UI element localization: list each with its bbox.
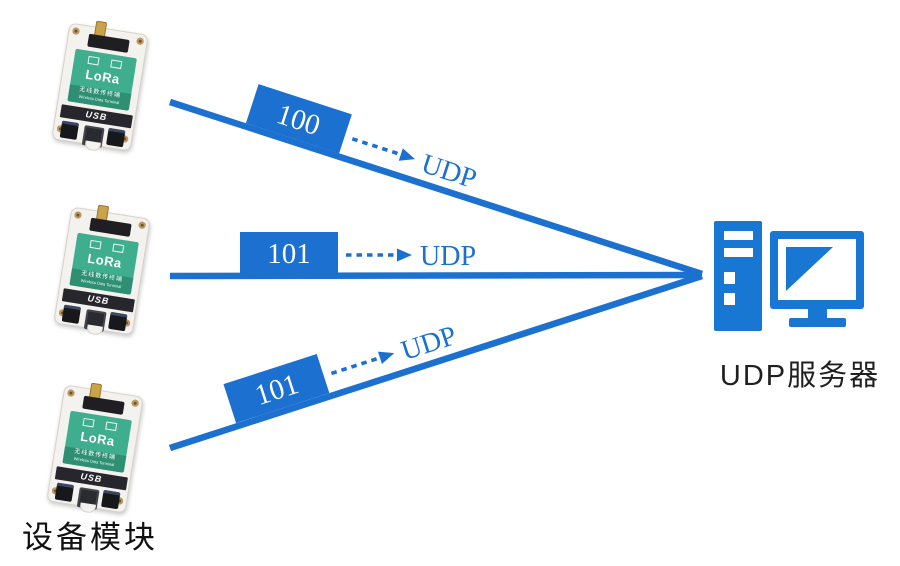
mount-hole-icon bbox=[131, 399, 140, 408]
udp-server-icon bbox=[714, 221, 864, 331]
tower-button bbox=[724, 293, 735, 305]
mount-hole-icon bbox=[138, 221, 147, 230]
node-id-box bbox=[245, 84, 352, 154]
label-mark-icon bbox=[110, 59, 123, 70]
label-mark-icon bbox=[112, 243, 125, 254]
node-id-text: 101 bbox=[267, 238, 311, 270]
udp-server-label: UDP服务器 bbox=[719, 360, 881, 392]
terminal-block-icon bbox=[59, 120, 80, 140]
dotted-arrow-line bbox=[351, 137, 402, 157]
terminal-block-icon bbox=[101, 489, 121, 510]
screen-triangle-glyph bbox=[786, 247, 833, 291]
link-label-group-middle: 101 UDP bbox=[240, 232, 476, 273]
node-id-box bbox=[240, 232, 338, 273]
link-line-bottom bbox=[169, 272, 703, 452]
terminal-block-icon bbox=[61, 304, 82, 324]
udp-protocol-text: UDP bbox=[420, 241, 476, 272]
usb-text: USB bbox=[86, 293, 111, 307]
device-label: LoRa 无线数传终端 Wireless Data Terminal bbox=[62, 410, 132, 473]
link-line-top bbox=[169, 98, 703, 278]
label-mark-icon bbox=[87, 55, 100, 66]
monitor-neck bbox=[808, 309, 827, 319]
monitor-base bbox=[789, 318, 846, 327]
antenna-block-icon bbox=[89, 217, 132, 237]
tower-vent-bar bbox=[724, 231, 753, 240]
mount-hole-icon bbox=[71, 27, 80, 36]
link-line-middle bbox=[169, 271, 703, 280]
tower-vent-bar bbox=[724, 248, 753, 257]
label-mark-icon bbox=[105, 421, 118, 432]
dotted-arrow-line bbox=[330, 356, 381, 376]
arrowhead-icon bbox=[398, 148, 416, 161]
arrowhead-icon bbox=[377, 351, 395, 364]
terminal-block-icon bbox=[108, 311, 128, 332]
terminal-block-icon bbox=[54, 482, 75, 502]
usb-text: USB bbox=[79, 471, 104, 485]
arrowhead-icon bbox=[397, 248, 412, 262]
label-mark-icon bbox=[89, 239, 102, 250]
terminal-block-icon bbox=[106, 127, 126, 148]
antenna-block-icon bbox=[82, 395, 125, 415]
mount-hole-icon bbox=[73, 211, 82, 220]
device-label: LoRa 无线数传终端 Wireless Data Terminal bbox=[67, 48, 137, 111]
antenna-block-icon bbox=[87, 33, 130, 53]
link-lines bbox=[169, 98, 703, 452]
mount-hole-icon bbox=[66, 389, 75, 398]
usb-text: USB bbox=[84, 109, 109, 123]
device-label: LoRa 无线数传终端 Wireless Data Terminal bbox=[69, 232, 139, 295]
mount-hole-icon bbox=[136, 37, 145, 46]
label-mark-icon bbox=[82, 417, 95, 428]
device-modules-caption: 设备模块 bbox=[22, 520, 158, 555]
node-id-box bbox=[223, 354, 330, 424]
tower-button bbox=[724, 272, 735, 284]
